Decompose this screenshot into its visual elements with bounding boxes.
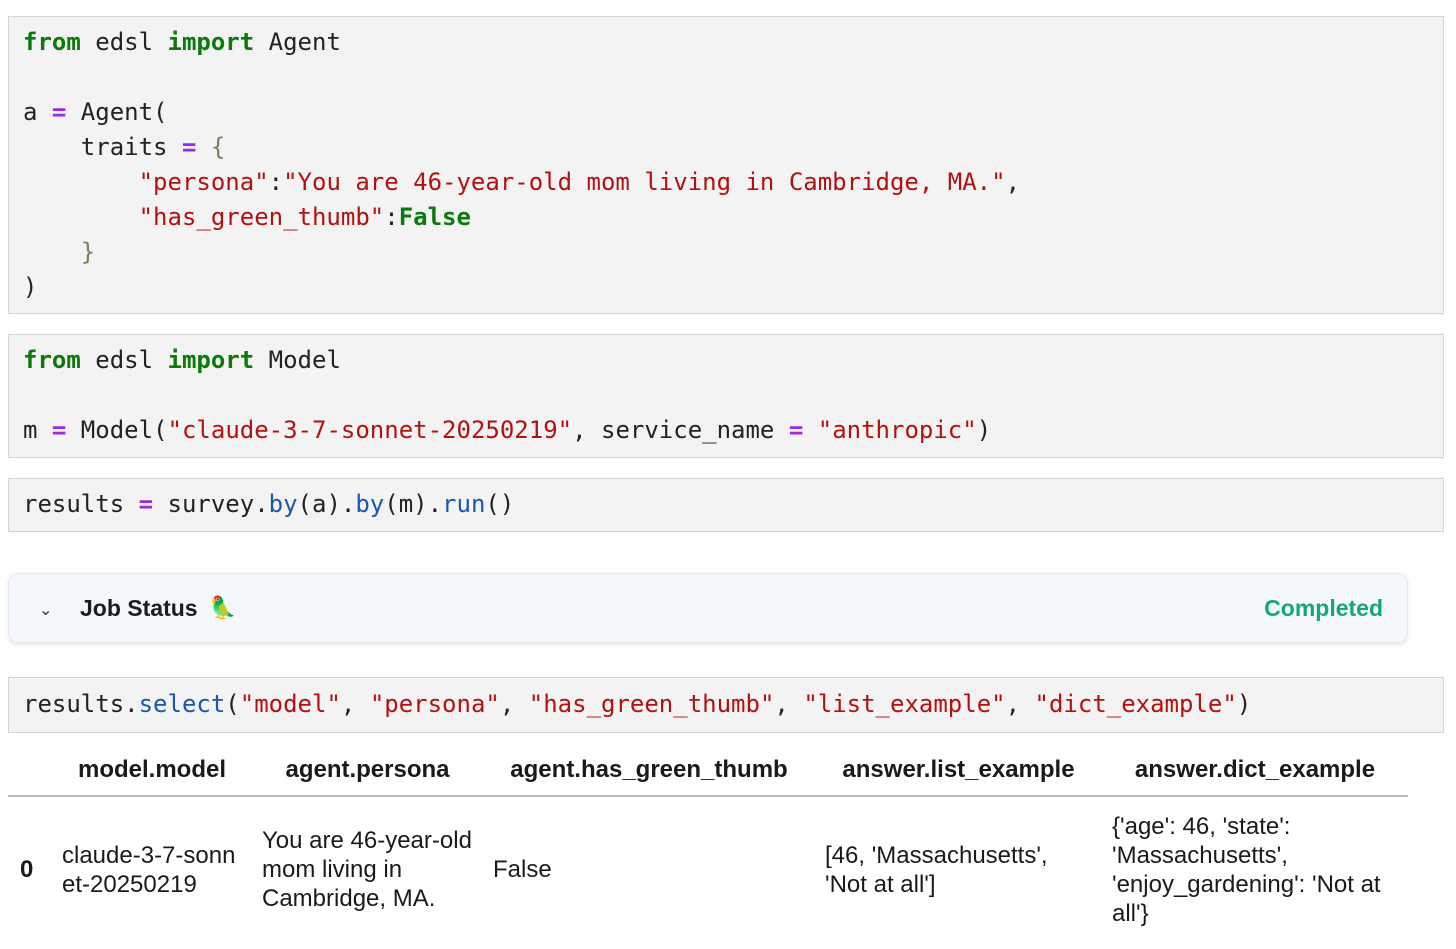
code-line (23, 60, 1443, 95)
code-text: ) (23, 273, 38, 301)
code-text: edsl (80, 28, 168, 56)
code-operator: = (788, 416, 804, 444)
chevron-down-icon[interactable]: ⌄ (39, 602, 53, 619)
code-line: ) (23, 270, 1443, 305)
cell-persona: You are 46-year-old mom living in Cambri… (262, 827, 472, 912)
code-text: ) (1236, 690, 1252, 718)
code-cell-run[interactable]: results = survey.by(a).by(m).run() (8, 478, 1444, 532)
code-text: : (384, 203, 399, 231)
code-function: by (355, 490, 385, 518)
code-function: by (268, 490, 298, 518)
code-text: Agent( (66, 98, 168, 126)
code-text: m (23, 416, 52, 444)
code-string: "model" (239, 690, 341, 718)
cell-list-example: [46, 'Massachusetts', 'Not at all'] (825, 841, 1048, 898)
code-text (23, 203, 139, 231)
column-header-index (8, 745, 52, 797)
code-line (23, 378, 1443, 413)
code-keyword: import (167, 346, 255, 374)
code-editor[interactable]: results = survey.by(a).by(m).run() (9, 479, 1443, 522)
code-text (196, 133, 210, 161)
column-header-model: model.model (52, 745, 252, 797)
code-line: results.select("model", "persona", "has_… (23, 687, 1443, 722)
column-header-persona: agent.persona (252, 745, 483, 797)
code-operator: = (138, 490, 154, 518)
code-text: , (774, 690, 804, 718)
column-header-green-thumb: agent.has_green_thumb (483, 745, 815, 797)
results-table: model.model agent.persona agent.has_gree… (8, 745, 1408, 942)
code-line: m = Model("claude-3-7-sonnet-20250219", … (23, 413, 1443, 448)
code-text: survey. (153, 490, 269, 518)
table-row: 0 claude-3-7-sonnet-20250219 You are 46-… (8, 796, 1408, 942)
job-status-panel[interactable]: ⌄ Job Status 🦜 Completed (8, 573, 1408, 643)
code-text (23, 238, 81, 266)
code-brace: { (210, 133, 226, 161)
code-text: : (268, 168, 284, 196)
column-header-list-example: answer.list_example (815, 745, 1102, 797)
code-function: run (442, 490, 486, 518)
code-editor[interactable]: from edsl import Agent a = Agent( traits … (9, 17, 1443, 305)
code-cell-select[interactable]: results.select("model", "persona", "has_… (8, 677, 1444, 733)
job-status-title: Job Status (80, 595, 198, 621)
cell-green-thumb: False (493, 856, 552, 883)
parrot-icon: 🦜 (209, 595, 237, 620)
code-operator: = (51, 98, 67, 126)
code-line: "persona":"You are 46-year-old mom livin… (23, 165, 1443, 200)
cell-model: claude-3-7-sonnet-20250219 (62, 841, 236, 898)
code-operator: = (51, 416, 67, 444)
code-text: a (23, 98, 52, 126)
code-text: traits (23, 133, 182, 161)
code-function: select (138, 690, 226, 718)
code-text: , (1005, 690, 1035, 718)
code-keyword: from (23, 28, 81, 56)
code-line: a = Agent( (23, 95, 1443, 130)
code-text: Model (254, 346, 341, 374)
code-text: results. (23, 690, 139, 718)
row-index: 0 (20, 856, 34, 883)
code-text: () (485, 490, 515, 518)
code-editor[interactable]: from edsl import Model m = Model("claude-… (9, 335, 1443, 448)
code-text (23, 168, 139, 196)
code-line: traits = { (23, 130, 1443, 165)
code-keyword: import (167, 28, 255, 56)
column-header-dict-example: answer.dict_example (1102, 745, 1408, 797)
code-line: from edsl import Model (23, 343, 1443, 378)
code-text: (m). (384, 490, 443, 518)
table-header-row: model.model agent.persona agent.has_gree… (8, 745, 1408, 797)
code-line: from edsl import Agent (23, 25, 1443, 60)
code-string: "list_example" (803, 690, 1006, 718)
code-text: ( (225, 690, 240, 718)
code-string: "has_green_thumb" (528, 690, 775, 718)
code-text: , (1005, 168, 1021, 196)
code-string: "persona" (138, 168, 269, 196)
code-text: (a). (297, 490, 356, 518)
code-keyword: False (398, 203, 471, 231)
code-text (803, 416, 817, 444)
code-text: edsl (80, 346, 168, 374)
status-badge: Completed (1264, 595, 1383, 621)
code-text: Agent (254, 28, 341, 56)
code-text: , (499, 690, 529, 718)
code-cell-model[interactable]: from edsl import Model m = Model("claude-… (8, 334, 1444, 458)
code-text: results (23, 490, 139, 518)
code-string: "dict_example" (1034, 690, 1237, 718)
code-keyword: from (23, 346, 81, 374)
code-string: "You are 46-year-old mom living in Cambr… (283, 168, 1006, 196)
code-editor[interactable]: results.select("model", "persona", "has_… (9, 678, 1443, 722)
code-line: "has_green_thumb":False (23, 200, 1443, 235)
code-string: "anthropic" (817, 416, 977, 444)
code-brace: } (80, 238, 96, 266)
code-line: results = survey.by(a).by(m).run() (23, 487, 1443, 522)
code-line: } (23, 235, 1443, 270)
code-string: "claude-3-7-sonnet-20250219" (167, 416, 573, 444)
code-text: , (340, 690, 370, 718)
code-string: "has_green_thumb" (138, 203, 385, 231)
code-string: "persona" (369, 690, 500, 718)
cell-dict-example: {'age': 46, 'state': 'Massachusetts', 'e… (1112, 812, 1381, 927)
code-text: , service_name (572, 416, 789, 444)
code-cell-agent[interactable]: from edsl import Agent a = Agent( traits … (8, 16, 1444, 314)
code-text: Model( (66, 416, 168, 444)
code-operator: = (181, 133, 197, 161)
code-text: ) (976, 416, 992, 444)
